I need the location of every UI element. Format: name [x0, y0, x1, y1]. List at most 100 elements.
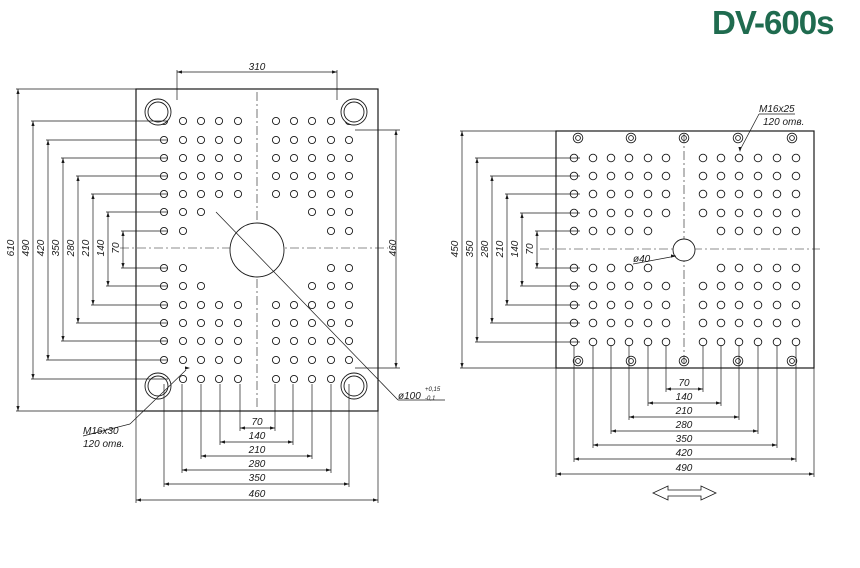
left-bolt-hole: [344, 226, 354, 236]
left-right-dim-arrow-top: [394, 130, 398, 135]
right-bolt-hole: [606, 189, 616, 199]
right-bolt-hole: [624, 208, 634, 218]
right-edge-hole-bottom-inner: [628, 358, 634, 364]
right-dim-5-arrow-top: [535, 231, 539, 236]
right-bolt-hole: [716, 337, 726, 347]
left-bolt-hole: [289, 374, 299, 384]
left-dim-7-arrow-top: [121, 231, 125, 236]
right-bolt-hole: [606, 300, 616, 310]
left-thread-leader: [129, 369, 187, 425]
left-bolt-hole: [233, 318, 243, 328]
right-bolt-hole: [791, 263, 801, 273]
left-bolt-hole: [307, 153, 317, 163]
left-bolt-hole: [326, 135, 336, 145]
right-edge-hole-bottom-inner: [789, 358, 795, 364]
right-bolt-hole: [588, 171, 598, 181]
left-bolt-hole: [233, 336, 243, 346]
left-bottom-dim-1-arrow-right: [288, 440, 293, 444]
right-bolt-hole: [791, 300, 801, 310]
left-dim-label-210: 210: [81, 239, 92, 257]
right-bolt-hole: [772, 171, 782, 181]
right-bolt-hole: [753, 300, 763, 310]
left-dim-label-420: 420: [36, 239, 47, 256]
right-dim-0-arrow-bottom: [460, 363, 464, 368]
right-bolt-hole: [753, 189, 763, 199]
left-dim-4-arrow-bottom: [76, 318, 80, 323]
left-bolt-hole: [344, 336, 354, 346]
left-bolt-hole: [178, 226, 188, 236]
right-dim-label-450: 450: [450, 240, 461, 257]
left-bolt-hole: [196, 153, 206, 163]
left-bolt-hole: [307, 318, 317, 328]
left-bolt-hole: [233, 171, 243, 181]
right-bottom-dim-label-280: 280: [675, 420, 693, 431]
left-bolt-hole: [307, 355, 317, 365]
right-bolt-hole: [661, 281, 671, 291]
left-bolt-hole: [344, 300, 354, 310]
right-dim-0-arrow-top: [460, 131, 464, 136]
right-bolt-hole: [753, 318, 763, 328]
left-bolt-hole: [307, 207, 317, 217]
left-bolt-hole: [289, 116, 299, 126]
left-dim-3-arrow-bottom: [61, 336, 65, 341]
left-bolt-hole: [178, 171, 188, 181]
right-bolt-hole: [643, 226, 653, 236]
right-bolt-hole: [624, 171, 634, 181]
right-thread-leader: [739, 113, 760, 151]
right-bolt-hole: [606, 153, 616, 163]
center-bore-leader: [215, 211, 399, 401]
left-bolt-hole: [196, 336, 206, 346]
left-bottom-dim-label-350: 350: [249, 473, 266, 484]
right-edge-hole-top-inner: [789, 135, 795, 141]
right-thread-label: M16x25: [759, 104, 795, 115]
right-bolt-hole: [606, 226, 616, 236]
left-bolt-hole: [289, 153, 299, 163]
left-bolt-hole: [233, 300, 243, 310]
left-bolt-hole: [344, 135, 354, 145]
right-bolt-hole: [661, 171, 671, 181]
right-bolt-hole: [624, 189, 634, 199]
right-bolt-hole: [772, 263, 782, 273]
right-bolt-hole: [606, 208, 616, 218]
center-bore-label: ø100: [398, 391, 421, 402]
left-bolt-hole: [307, 300, 317, 310]
right-dim-4-arrow-bottom: [520, 281, 524, 286]
left-right-dim-label: 460: [388, 239, 399, 256]
right-bottom-dim-label-140: 140: [676, 392, 693, 403]
left-bolt-hole: [214, 116, 224, 126]
left-bottom-dim-label-70: 70: [251, 417, 263, 428]
right-bottom-dim-4-arrow-right: [772, 443, 777, 447]
right-bolt-hole: [588, 208, 598, 218]
left-bolt-hole: [271, 116, 281, 126]
left-tie-bar-hole-inner: [147, 375, 169, 397]
right-bottom-dim-6-arrow-right: [809, 472, 814, 476]
left-thread-leader-shelf: [82, 423, 131, 437]
left-bolt-hole: [196, 207, 206, 217]
right-center-bore-label: ø40: [633, 254, 651, 265]
left-thread-leader-arrow: [185, 366, 190, 370]
right-bolt-hole: [643, 337, 653, 347]
right-bottom-dim-label-420: 420: [676, 448, 693, 459]
right-bolt-hole: [734, 318, 744, 328]
left-bolt-hole: [271, 171, 281, 181]
right-bolt-hole: [661, 208, 671, 218]
right-bolt-hole: [734, 171, 744, 181]
left-bottom-dim-0-arrow-right: [270, 426, 275, 430]
left-bolt-hole: [271, 355, 281, 365]
right-bolt-hole: [643, 281, 653, 291]
left-bolt-hole: [271, 374, 281, 384]
left-bolt-hole: [271, 300, 281, 310]
right-bolt-hole: [624, 318, 634, 328]
left-dim-label-280: 280: [66, 239, 77, 257]
right-bolt-hole: [753, 171, 763, 181]
right-bolt-hole: [772, 189, 782, 199]
left-bolt-hole: [289, 355, 299, 365]
right-bolt-hole: [698, 208, 708, 218]
left-bolt-hole: [271, 153, 281, 163]
right-bottom-dim-label-70: 70: [678, 378, 690, 389]
right-dim-label-350: 350: [465, 240, 476, 257]
left-bolt-hole: [178, 116, 188, 126]
left-bolt-hole: [196, 318, 206, 328]
right-bolt-hole: [716, 208, 726, 218]
